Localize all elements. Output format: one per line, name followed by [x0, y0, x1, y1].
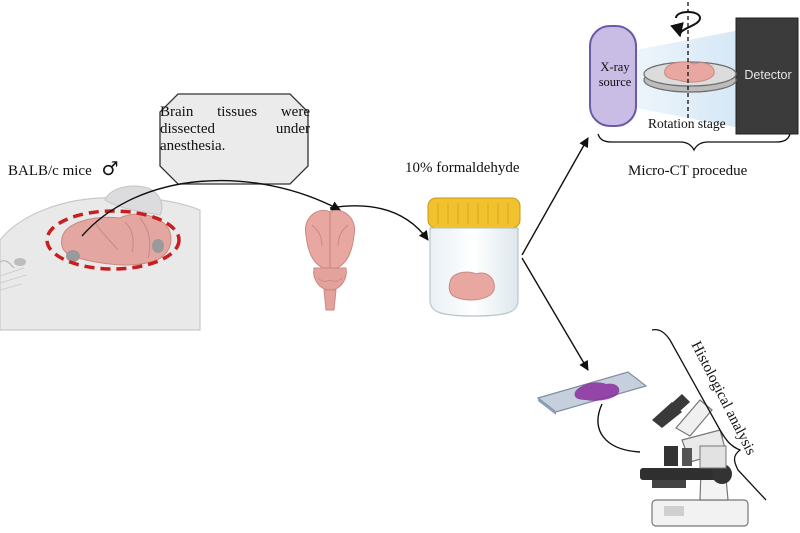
microct-label: Micro-CT procedue: [628, 163, 748, 179]
detector-panel: [735, 17, 799, 135]
slide-to-microscope-line: [597, 403, 641, 453]
preserved-brain: [448, 271, 495, 301]
detector-label: Detector: [744, 68, 792, 82]
mice-label-text: BALB/c mice: [8, 163, 92, 179]
dissection-outline: [45, 209, 181, 271]
xray-source-label: X-ray source: [598, 60, 632, 89]
sample-brain: [664, 61, 715, 83]
mouse-illustration: [0, 185, 201, 331]
microscope-icon: [640, 394, 749, 527]
arrow-brain-to-jar: [329, 205, 429, 241]
callout-bubble: [159, 93, 309, 185]
arrow-to-microct: [521, 137, 589, 256]
xray-source: [589, 25, 637, 127]
arrow-to-histology: [521, 257, 589, 371]
dissected-brain-icon: [304, 210, 356, 311]
stained-tissue: [574, 382, 620, 401]
rotation-arrow: [670, 11, 702, 38]
formaldehyde-label: 10% formaldehyde: [405, 160, 520, 176]
male-symbol-icon: ♂: [101, 158, 119, 180]
histology-setup: [536, 328, 767, 527]
histology-bracket: [651, 328, 767, 501]
mice-label: BALB/c mice ♂: [8, 158, 119, 180]
arrow-mouse-to-brain: [81, 179, 341, 237]
microct-setup: [589, 2, 799, 152]
rotation-stage-label: Rotation stage: [648, 116, 726, 131]
formaldehyde-jar: [427, 197, 521, 317]
callout-text: Brain tissues were dissected under anest…: [160, 104, 310, 154]
